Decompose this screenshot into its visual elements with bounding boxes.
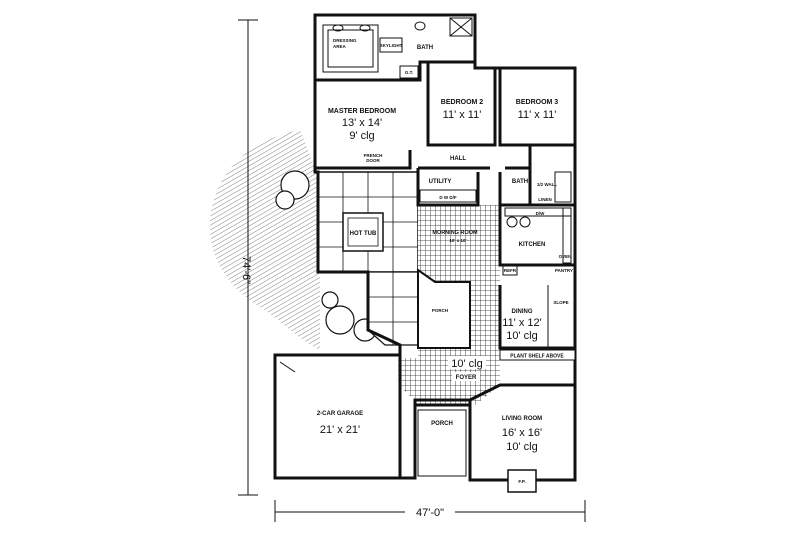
dining-size: 11' x 12' bbox=[502, 317, 541, 329]
width-dimension-label: 47'-0" bbox=[416, 507, 444, 519]
master-bedroom-ceiling: 9' clg bbox=[349, 130, 374, 142]
linen-closet bbox=[449, 17, 473, 37]
morning-room-size: 10' x 10' bbox=[449, 238, 466, 243]
garage-name: 2-CAR GARAGE bbox=[317, 411, 363, 417]
living-room-ceiling: 10' clg bbox=[506, 441, 537, 453]
rear-porch bbox=[417, 268, 471, 349]
foyer-name: FOYER bbox=[456, 375, 477, 381]
garage-door-swing bbox=[279, 361, 296, 373]
oven-label: OVEN bbox=[559, 254, 572, 259]
living-room-walls bbox=[469, 383, 575, 402]
hall-label: HALL bbox=[450, 156, 466, 162]
kitchen-counter-right bbox=[562, 207, 572, 264]
skylight-label: SKYLIGHT bbox=[380, 43, 403, 48]
half-wall-label: 1/2 WALL bbox=[537, 182, 558, 187]
dw-kitchen-label: D/W bbox=[536, 211, 546, 216]
morning-room-name: MORNING ROOM bbox=[432, 230, 478, 236]
slope-label: SLOPE bbox=[553, 300, 568, 305]
bedroom2-walls bbox=[426, 62, 497, 147]
dressing-area bbox=[322, 24, 379, 73]
refrigerator bbox=[502, 264, 518, 276]
master-suite-walls bbox=[315, 60, 475, 82]
fireplace bbox=[507, 469, 537, 493]
front-porch-step bbox=[417, 409, 467, 477]
bedroom2-size: 11' x 11' bbox=[443, 109, 482, 121]
dining-walls bbox=[498, 285, 575, 350]
landscape-shading bbox=[209, 130, 320, 350]
bedroom3-name: BEDROOM 3 bbox=[516, 99, 559, 106]
rear-porch-label: PORCH bbox=[432, 308, 448, 313]
washer-dryer-label: D W D/F bbox=[439, 195, 456, 200]
pantry-label: PANTRY bbox=[555, 268, 573, 273]
master-bedroom-size: 13' x 14' bbox=[342, 117, 382, 129]
garage-walls bbox=[275, 353, 402, 478]
dining-ceiling: 10' clg bbox=[506, 330, 537, 342]
gt-label: G.T. bbox=[405, 70, 413, 75]
dimension-line-width: 47'-0" bbox=[274, 500, 586, 522]
plant-shelf-label: PLANT SHELF ABOVE bbox=[510, 354, 564, 360]
front-porch-label: PORCH bbox=[431, 421, 453, 427]
living-room-size: 16' x 16' bbox=[502, 427, 542, 439]
garage-size: 21' x 21' bbox=[320, 424, 360, 436]
washer-dryer bbox=[419, 189, 477, 203]
living-room-name: LIVING ROOM bbox=[502, 416, 542, 422]
dimension-line-depth: 74'-6" bbox=[238, 19, 258, 496]
bath2-label: BATH bbox=[512, 179, 528, 185]
kitchen-label: KITCHEN bbox=[519, 242, 546, 248]
kitchen-walls bbox=[498, 205, 575, 267]
dining-name: DINING bbox=[512, 309, 533, 315]
bedroom3-size: 11' x 11' bbox=[518, 109, 557, 121]
fireplace-label: F.P. bbox=[518, 479, 525, 484]
hall-walls bbox=[416, 145, 532, 207]
skylight-box bbox=[379, 37, 403, 53]
master-bedroom-name: MASTER BEDROOM bbox=[328, 108, 396, 115]
utility-label: UTILITY bbox=[429, 179, 452, 185]
plant-shelf bbox=[499, 349, 576, 361]
bedroom3-walls bbox=[498, 68, 575, 147]
linen-label: LINEN bbox=[538, 197, 552, 202]
master-bedroom-walls bbox=[313, 80, 412, 170]
exterior-walls bbox=[273, 13, 577, 482]
foyer-floor bbox=[398, 358, 500, 405]
refr-label: REFR bbox=[504, 268, 517, 273]
bedroom2-name: BEDROOM 2 bbox=[441, 99, 484, 106]
bathtub bbox=[554, 171, 572, 203]
foyer-ceiling: 10' clg bbox=[451, 358, 482, 370]
depth-dimension-label: 74'-6" bbox=[240, 256, 252, 284]
master-bath-label: BATH bbox=[417, 45, 433, 51]
hot-tub-label: HOT TUB bbox=[350, 231, 377, 237]
hot-tub bbox=[342, 212, 384, 252]
